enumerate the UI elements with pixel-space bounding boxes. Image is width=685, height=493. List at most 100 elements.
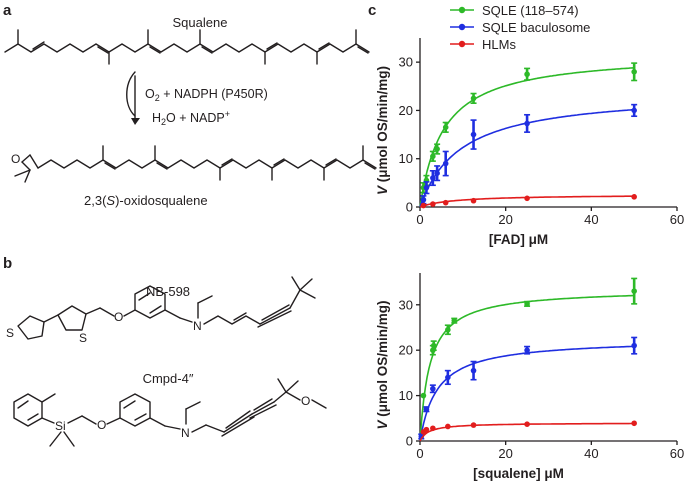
data-point	[470, 422, 477, 428]
y-tick-label: 30	[399, 55, 413, 70]
svg-text:O: O	[301, 394, 310, 408]
data-point	[524, 120, 530, 127]
data-point	[470, 197, 477, 204]
series-0	[419, 277, 638, 442]
data-point	[524, 301, 530, 307]
squalene-structure	[4, 29, 370, 65]
y-axis-label: V (μmol OS/min/mg)	[375, 66, 390, 195]
x-tick-label: 0	[416, 446, 423, 461]
x-tick-label: 60	[670, 212, 684, 227]
data-point	[631, 107, 637, 114]
y-tick-label: 10	[399, 151, 413, 166]
data-point	[423, 406, 430, 413]
x-tick-label: 20	[498, 212, 512, 227]
svg-text:N: N	[193, 319, 202, 333]
y-tick-label: 30	[399, 297, 413, 312]
data-point	[524, 421, 530, 428]
y-tick-label: 0	[406, 434, 413, 449]
nb598-label: NB-598	[146, 284, 190, 299]
squalene-label: Squalene	[173, 15, 228, 30]
data-point	[434, 170, 440, 176]
oxidosqualene-label: 2,3(S)-oxidosqualene	[84, 193, 208, 208]
x-axis-label: [squalene] μM	[473, 466, 564, 481]
data-point	[631, 420, 637, 427]
svg-text:O: O	[11, 152, 20, 166]
data-point	[420, 196, 427, 203]
data-point	[430, 342, 437, 349]
x-tick-label: 60	[670, 446, 684, 461]
data-point	[445, 423, 451, 430]
x-tick-label: 0	[416, 212, 423, 227]
legend-marker	[458, 6, 466, 14]
legend-marker	[458, 40, 466, 48]
data-point	[524, 347, 530, 353]
y-tick-label: 20	[399, 103, 413, 118]
chart-fad: 0 20 40 60 0 10 20 30 [FAD] μM V (μmol OS/min/mg)…	[375, 3, 684, 247]
series-2	[419, 194, 637, 209]
data-point	[430, 153, 436, 160]
nb598-structure: S S O N	[6, 276, 316, 345]
x-tick-label: 40	[584, 446, 598, 461]
svg-text:Si: Si	[55, 419, 66, 433]
data-point	[442, 124, 449, 131]
svg-text:O: O	[114, 310, 123, 324]
y-tick-label: 20	[399, 343, 413, 358]
panel-b: b NB-598 Cmpd-4″ S S O N	[3, 255, 327, 447]
data-point	[430, 385, 436, 392]
data-point	[631, 194, 637, 200]
data-point	[423, 184, 430, 191]
svg-text:S: S	[79, 331, 87, 345]
data-point	[430, 201, 436, 207]
data-point	[470, 95, 477, 102]
fit-curve	[419, 294, 635, 442]
cmpd4-structure: Si O N O	[13, 378, 327, 447]
data-point	[442, 160, 449, 167]
y-axis-label: V (μmol OS/min/mg)	[375, 300, 390, 429]
legend-label: SQLE baculosome	[482, 20, 590, 35]
data-point	[430, 175, 436, 181]
chart-squalene: 0 20 40 60 0 10 20 30 [squalene] μM V (μmol OS/mi…	[375, 273, 684, 481]
legend-marker	[458, 23, 466, 31]
data-point	[631, 342, 637, 349]
y-tick-label: 10	[399, 388, 413, 403]
fit-curve	[419, 67, 635, 208]
y-tick-label: 0	[406, 200, 413, 215]
data-point	[524, 71, 530, 78]
data-point	[420, 392, 427, 399]
svg-text:S: S	[6, 326, 14, 340]
x-axis-label: [FAD] μM	[489, 232, 548, 247]
panel-letter-a: a	[3, 2, 12, 19]
data-point	[631, 69, 637, 75]
series-0	[419, 62, 638, 208]
x-tick-label: 20	[498, 446, 512, 461]
panel-letter-b: b	[3, 255, 12, 272]
panel-letter-c: c	[368, 2, 376, 19]
data-point	[445, 326, 451, 333]
svg-text:N: N	[181, 426, 190, 440]
data-point	[470, 131, 477, 138]
data-point	[420, 202, 427, 209]
series-2	[419, 420, 637, 442]
reaction-arrow	[126, 71, 140, 125]
data-point	[470, 367, 477, 374]
data-point	[451, 317, 458, 324]
series-1	[418, 336, 638, 442]
panel-a: a Squalene O2 + NADPH (P450R)	[3, 2, 377, 208]
data-point	[445, 374, 451, 381]
data-point	[434, 146, 440, 152]
series-1	[419, 103, 638, 208]
reagent-bottom: H2O + NADP+	[152, 109, 230, 127]
data-point	[423, 426, 430, 433]
svg-text:O: O	[97, 418, 106, 432]
oxidosqualene-structure: O	[11, 145, 377, 183]
data-point	[430, 425, 436, 432]
cmpd4-label: Cmpd-4″	[143, 371, 194, 386]
data-point	[631, 288, 637, 294]
reagent-top: O2 + NADPH (P450R)	[145, 87, 268, 103]
data-point	[524, 195, 530, 202]
data-point	[442, 199, 449, 206]
legend-label: SQLE (118–574)	[482, 3, 579, 18]
legend-label: HLMs	[482, 37, 516, 52]
x-tick-label: 40	[584, 212, 598, 227]
